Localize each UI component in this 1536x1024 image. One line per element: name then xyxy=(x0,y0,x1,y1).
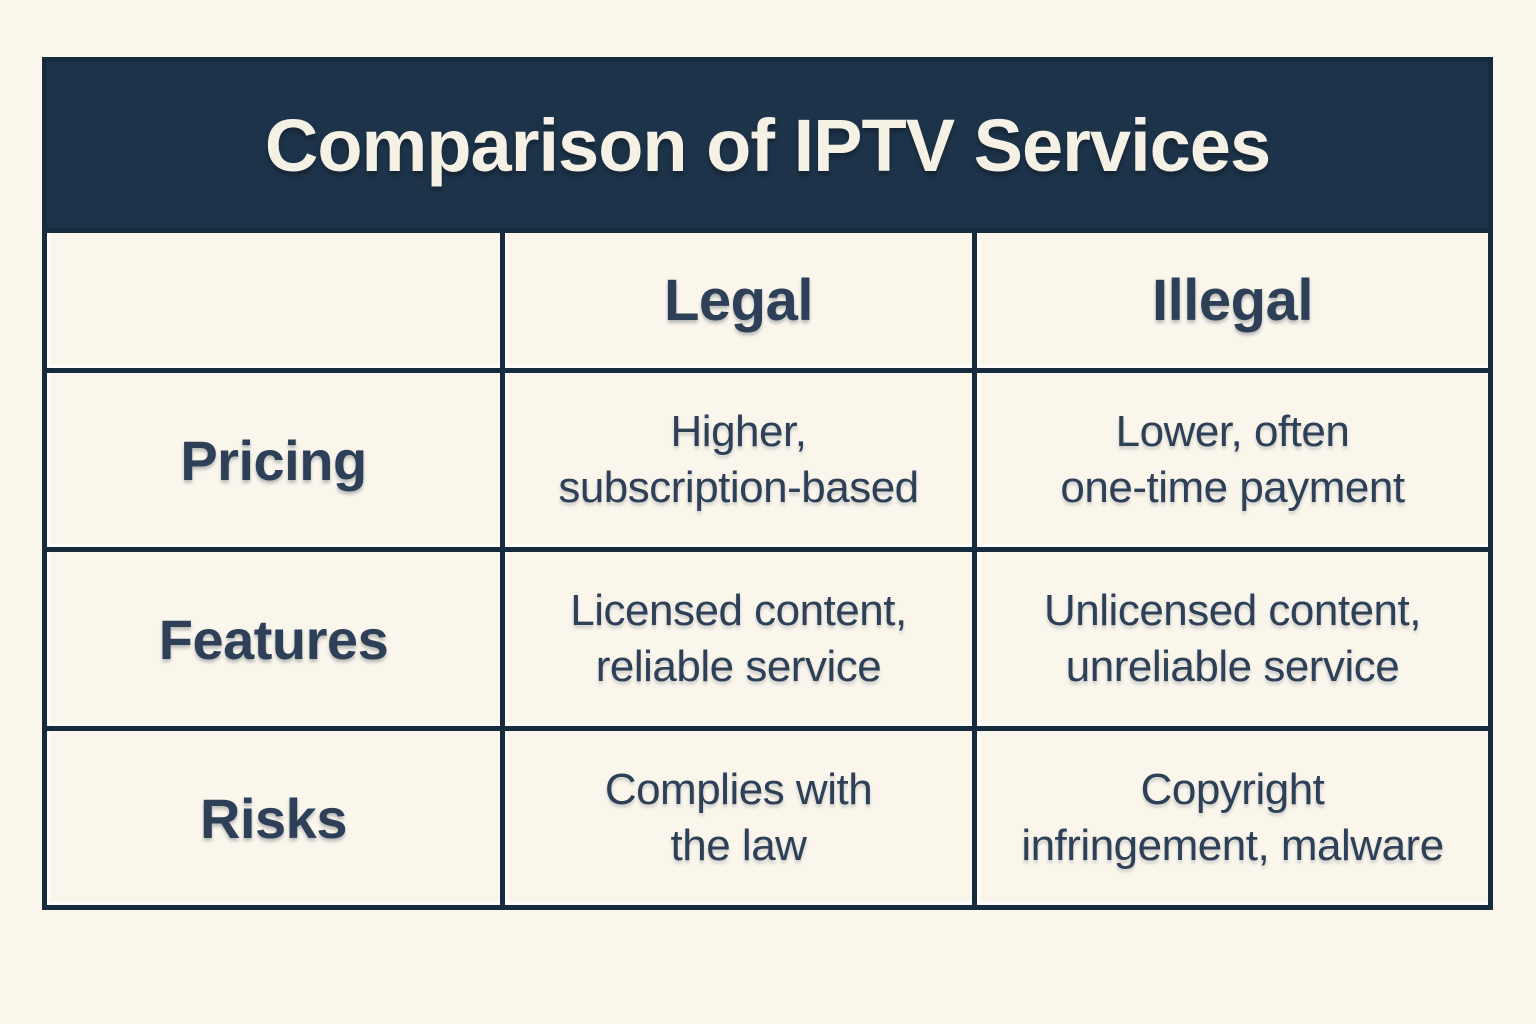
cell-pricing-illegal: Lower, often one-time payment xyxy=(977,373,1488,547)
comparison-table: Comparison of IPTV Services Legal Illega… xyxy=(42,57,1493,910)
cell-pricing-legal: Higher, subscription-based xyxy=(505,373,972,547)
row-label-features: Features xyxy=(47,552,500,726)
cell-features-illegal: Unlicensed content, unreliable service xyxy=(977,552,1488,726)
table-title-band: Comparison of IPTV Services xyxy=(47,62,1488,228)
column-header-illegal: Illegal xyxy=(977,233,1488,368)
row-label-risks: Risks xyxy=(47,731,500,905)
table-title: Comparison of IPTV Services xyxy=(264,103,1271,187)
corner-cell xyxy=(47,233,500,368)
cell-risks-legal: Complies with the law xyxy=(505,731,972,905)
cell-risks-illegal: Copyright infringement, malware xyxy=(977,731,1488,905)
row-label-pricing: Pricing xyxy=(47,373,500,547)
column-header-legal: Legal xyxy=(505,233,972,368)
cell-features-legal: Licensed content, reliable service xyxy=(505,552,972,726)
